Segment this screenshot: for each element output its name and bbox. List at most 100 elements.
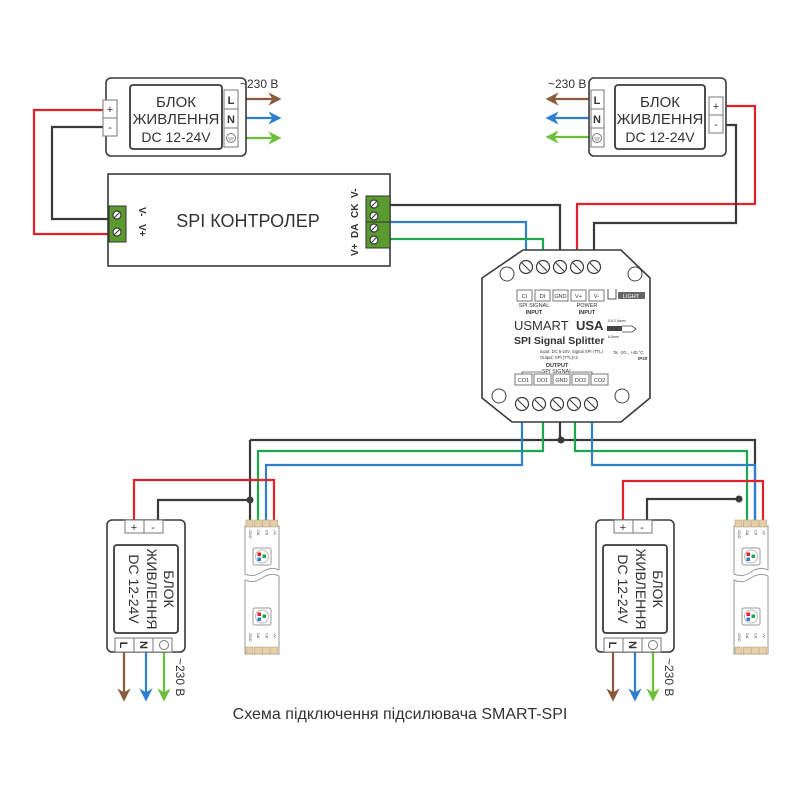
ac-voltage-label: ~230 В	[173, 658, 187, 696]
psu-title-line3: DC 12-24V	[141, 129, 211, 145]
pad-label: +V	[273, 633, 277, 638]
input-vplus: V+	[575, 294, 582, 300]
terminal-minus: -	[108, 122, 112, 134]
input-label: INPUT	[526, 310, 543, 316]
ac-voltage-label: ~230 В	[662, 658, 676, 696]
power-supply-top-right: БЛОК ЖИВЛЕННЯ DC 12-24V L N + - ~230 В	[548, 77, 727, 157]
solder-pad	[759, 646, 767, 655]
led-green	[262, 554, 266, 558]
wire-do1	[256, 404, 545, 520]
wire-ctrl-ck	[390, 220, 528, 266]
terminal-vminus-label: V-	[136, 207, 147, 216]
terminal-vminus-label: V-	[350, 189, 361, 198]
pad-label: CK	[753, 530, 757, 536]
terminal-minus: -	[640, 522, 644, 534]
terminal-n: N	[137, 641, 149, 649]
pad-label: +V	[273, 530, 277, 535]
terminal-l: L	[594, 95, 601, 107]
splitter-temp: Ta: -20... +45 °C	[613, 350, 643, 355]
terminal-ck-label: CK	[350, 203, 361, 218]
pad-label: GND	[248, 530, 252, 539]
led-lens	[744, 549, 758, 564]
spi-signal-splitter: CI DI GND V+ V- SPI SIGNAL POWER INPUT I…	[481, 249, 651, 423]
solder-pad	[253, 646, 262, 655]
psu-title-line1: БЛОК	[161, 570, 177, 608]
terminal-l: L	[228, 95, 235, 107]
pad-label: GND	[248, 633, 252, 642]
input-di: DI	[540, 294, 546, 300]
pad-label: GND	[737, 633, 741, 642]
controller-title: SPI КОНТРОЛЕР	[176, 211, 320, 231]
solder-pad	[734, 646, 743, 655]
solder-pad	[245, 646, 254, 655]
splitter-model: SPI Signal Splitter	[514, 335, 604, 347]
solder-pad	[245, 519, 254, 528]
wire-psu4-negative	[645, 497, 739, 520]
splitter-brand: USMART	[514, 318, 569, 333]
output-do2: DO2	[575, 378, 586, 384]
splitter-spec-output: Output: SPI (TTL)×2	[540, 355, 578, 360]
wire-psu3-negative	[156, 498, 250, 520]
power-supply-bottom-left: + - БЛОК ЖИВЛЕННЯ DC 12-24V L N ~230 В	[106, 519, 187, 696]
led-red	[746, 552, 750, 556]
solder-pad	[751, 646, 759, 655]
psu-title-line2: ЖИВЛЕННЯ	[633, 548, 649, 629]
input-vminus: V-	[594, 294, 599, 300]
wire-co2	[590, 404, 757, 520]
ac-voltage-label: ~230 В	[548, 77, 586, 91]
pad-label: DA	[745, 530, 749, 536]
led-lens	[255, 549, 269, 564]
pad-label: CK	[264, 530, 268, 536]
diagram-caption: Схема підключення підсилювача SMART-SPI	[232, 706, 568, 723]
wire-ctrl-vminus	[390, 203, 562, 266]
led-blue	[257, 617, 261, 621]
wire-co1	[264, 404, 524, 520]
input-gnd: GND	[554, 294, 566, 300]
solder-pad	[270, 646, 278, 655]
pad-label: +V	[762, 633, 766, 638]
output-co1: CO1	[518, 378, 529, 384]
led-lens	[255, 609, 269, 624]
terminal-n: N	[593, 114, 601, 126]
terminal-l: L	[117, 642, 129, 649]
spi-controller: SPI КОНТРОЛЕР V- V+ V+ DA CK V-	[107, 173, 391, 267]
led-green	[751, 614, 755, 618]
input-group-power: POWER	[577, 303, 598, 309]
output-do1: DO1	[537, 378, 548, 384]
pad-label: GND	[737, 530, 741, 539]
input-ci: CI	[522, 294, 528, 300]
input-label: INPUT	[579, 310, 596, 316]
power-supply-bottom-right: + - БЛОК ЖИВЛЕННЯ DC 12-24V L N ~230 В	[595, 519, 676, 696]
wire-do2	[573, 404, 749, 520]
earth-icon	[159, 640, 169, 650]
wire-psu2-positive	[575, 104, 757, 266]
pad-label: CK	[264, 633, 268, 639]
solder-pad	[270, 519, 278, 528]
terminal-n: N	[626, 641, 638, 649]
splitter-brand-suffix: USA	[576, 318, 604, 333]
led-green	[262, 614, 266, 618]
pad-label: CK	[753, 633, 757, 639]
pad-label: DA	[256, 530, 260, 536]
terminal-minus: -	[714, 119, 718, 131]
psu-title-line3: DC 12-24V	[126, 554, 142, 624]
wire-psu4-positive	[621, 479, 765, 520]
terminal-plus: +	[107, 104, 113, 116]
ulight-logo-badge	[618, 292, 645, 299]
earth-icon	[226, 133, 236, 143]
wire-psu1-negative	[50, 125, 110, 221]
terminal-n: N	[227, 114, 235, 126]
solder-pad	[751, 519, 759, 528]
led-red	[746, 612, 750, 616]
output-label: OUTPUT	[546, 363, 569, 369]
psu-title-line1: БЛОК	[650, 570, 666, 608]
wire-psu2-negative	[592, 123, 738, 266]
psu-title-line2: ЖИВЛЕННЯ	[133, 111, 220, 128]
terminal-vplus-label: V+	[350, 243, 361, 256]
led-blue	[746, 617, 750, 621]
input-group-signal: SPI SIGNAL	[519, 303, 550, 309]
pad-label: DA	[256, 633, 260, 639]
output-group: SPI SIGNAL	[542, 369, 573, 375]
terminal-minus: -	[151, 522, 155, 534]
